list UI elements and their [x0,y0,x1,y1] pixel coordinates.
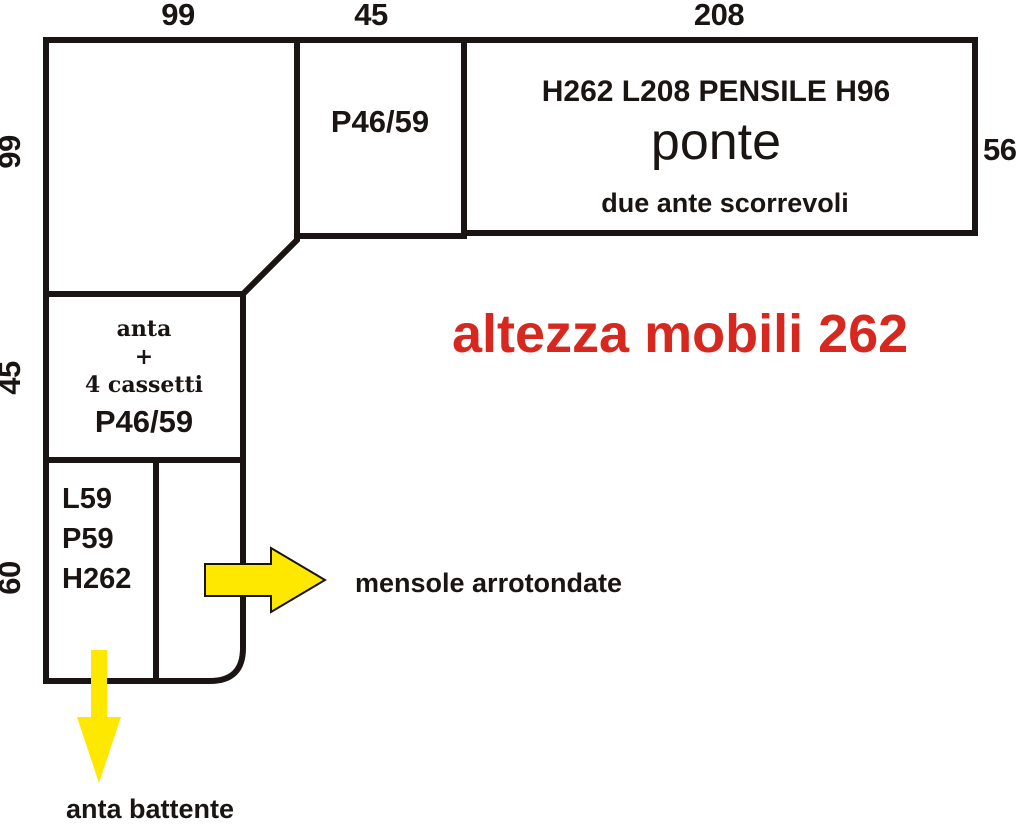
left-dim-45: 45 [0,361,27,395]
drawer-note-line-2: + [135,344,153,370]
callout-anta-battente-label: anta battente [66,794,234,824]
drawer-note-line-1: anta [117,316,172,342]
arrow-right-icon [204,546,327,614]
column-p46-code: P46/59 [331,104,429,139]
top-dim-208: 208 [694,0,744,32]
top-dim-99: 99 [161,0,195,32]
pensile-line-2: ponte [651,113,781,171]
drawer-unit-code: P46/59 [95,404,193,439]
cell-tall-unit [43,37,300,297]
headline-altezza-mobili: altezza mobili 262 [452,304,908,364]
left-dim-99: 99 [0,135,27,169]
base-unit-line-1: L59 [62,483,112,515]
cell-base-unit [43,457,246,684]
pensile-line-3: due ante scorrevoli [601,188,849,218]
arrow-down-icon [77,650,121,783]
top-dim-45: 45 [354,0,388,32]
pensile-line-1: H262 L208 PENSILE H96 [542,75,891,108]
cell-pensile [461,37,978,236]
base-unit-line-2: P59 [62,523,114,555]
right-dim-56: 56 [983,132,1017,167]
drawer-note-line-3: 4 cassetti [85,372,203,398]
callout-mensole-label: mensole arrotondate [355,568,622,598]
base-unit-line-3: H262 [62,563,131,595]
left-dim-60: 60 [0,561,27,594]
